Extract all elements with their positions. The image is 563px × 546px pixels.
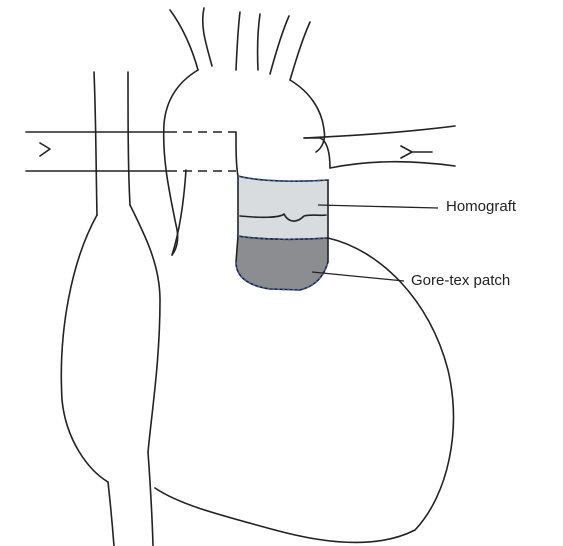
- right-atrium-border: [61, 205, 160, 482]
- homograft-label: Homograft: [446, 198, 516, 215]
- homograft-conduit: [238, 176, 328, 239]
- rvot-outline: [236, 132, 330, 176]
- pulmonary-artery-upper: [26, 126, 455, 138]
- inferior-vena-cava: [108, 452, 153, 546]
- left-subclavian-artery: [270, 16, 310, 80]
- gore-tex-patch-label: Gore-tex patch: [411, 272, 510, 289]
- gore-tex-patch: [236, 236, 328, 290]
- superior-vena-cava: [94, 72, 130, 215]
- pulmonary-artery-left-end: [40, 143, 50, 156]
- pulmonary-artery-lower: [26, 162, 455, 171]
- pulmonary-artery-right-end: [401, 146, 432, 158]
- left-carotid-artery: [236, 12, 260, 70]
- pulmonary-artery-hidden-segment: [168, 132, 236, 171]
- brachiocephalic-artery: [170, 8, 212, 70]
- patch-leader-line: [312, 272, 404, 281]
- homograft-leader-line: [318, 205, 438, 208]
